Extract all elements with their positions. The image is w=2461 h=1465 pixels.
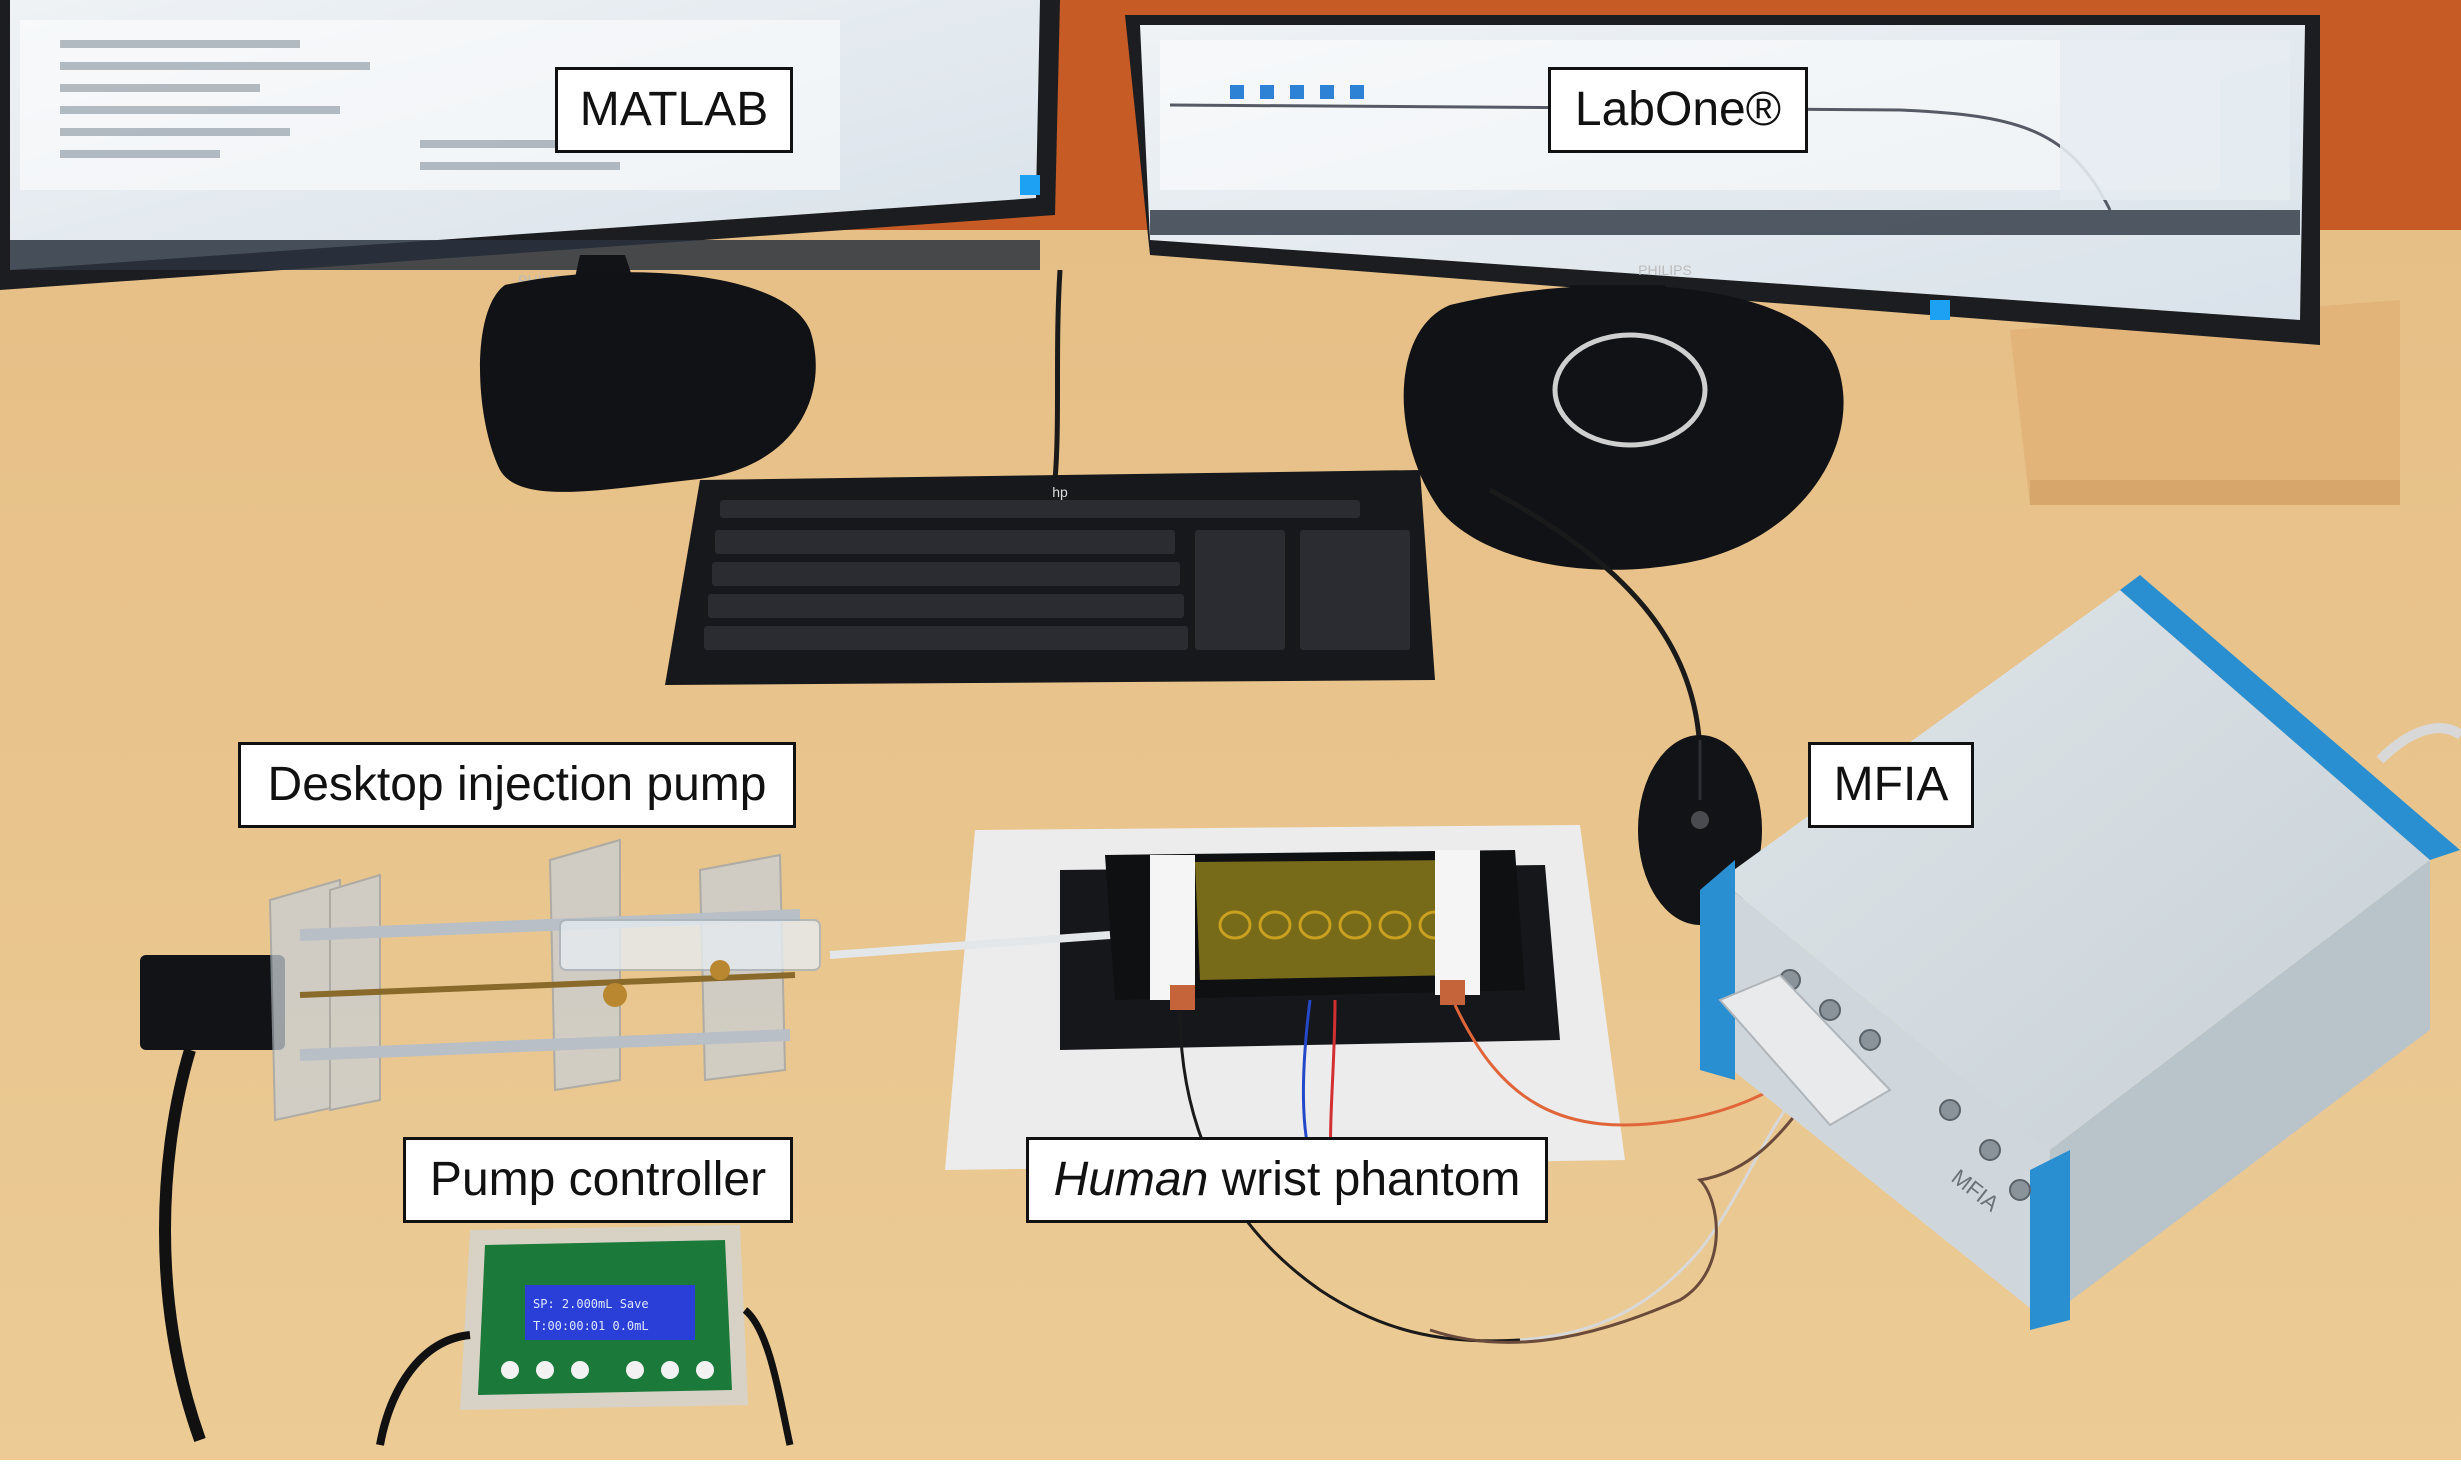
desk-shelf-edge: [2030, 480, 2400, 505]
label-desktop-injection-pump: Desktop injection pump: [238, 742, 796, 828]
label-human-wrist-phantom: Human wrist phantom: [1026, 1137, 1548, 1223]
tubing: [829, 931, 1111, 959]
syringe-pump: [140, 838, 821, 1122]
pump-motor: [140, 955, 285, 1050]
label-mfia-text: MFIA: [1833, 758, 1949, 811]
pump-controller: SP: 2.000mL Save T:00:00:01 0.0mL: [460, 1225, 748, 1410]
label-mfia: MFIA: [1808, 742, 1974, 828]
desk-shelf: [2010, 300, 2400, 505]
lcd-line2: T:00:00:01 0.0mL: [533, 1319, 649, 1333]
pump-power-cable: [159, 1048, 206, 1443]
keyboard-brand: hp: [1052, 484, 1068, 500]
label-labone: LabOne®: [1548, 67, 1808, 153]
right-monitor-brand: PHILIPS: [1638, 262, 1692, 278]
label-matlab: MATLAB: [555, 67, 793, 153]
mfia-adapter: [1718, 973, 1892, 1127]
label-phantom-italic: Human: [1053, 1153, 1209, 1206]
lcd-line1: SP: 2.000mL Save: [533, 1297, 649, 1311]
left-monitor-stand: [480, 272, 816, 492]
label-labone-text: LabOne®: [1574, 83, 1782, 136]
keyboard: hp: [665, 470, 1435, 685]
right-monitor: PHILIPS: [1125, 15, 2320, 570]
label-pump-text: Desktop injection pump: [267, 758, 767, 811]
wrist-phantom: [1060, 850, 1560, 1050]
controller-cable-left: [376, 1331, 471, 1446]
mfia-rear-cable: [2376, 723, 2461, 764]
label-phantom-rest: wrist phantom: [1208, 1153, 1521, 1206]
label-pump-controller: Pump controller: [403, 1137, 793, 1223]
controller-cable-right: [742, 1307, 794, 1446]
label-matlab-text: MATLAB: [579, 83, 769, 136]
mfia-instrument: MFIA: [1700, 575, 2460, 1330]
mouse-cable: [1488, 487, 1703, 761]
right-monitor-stand: [1403, 285, 1844, 570]
keyboard-cable: [1052, 269, 1063, 481]
label-controller-text: Pump controller: [429, 1153, 767, 1206]
